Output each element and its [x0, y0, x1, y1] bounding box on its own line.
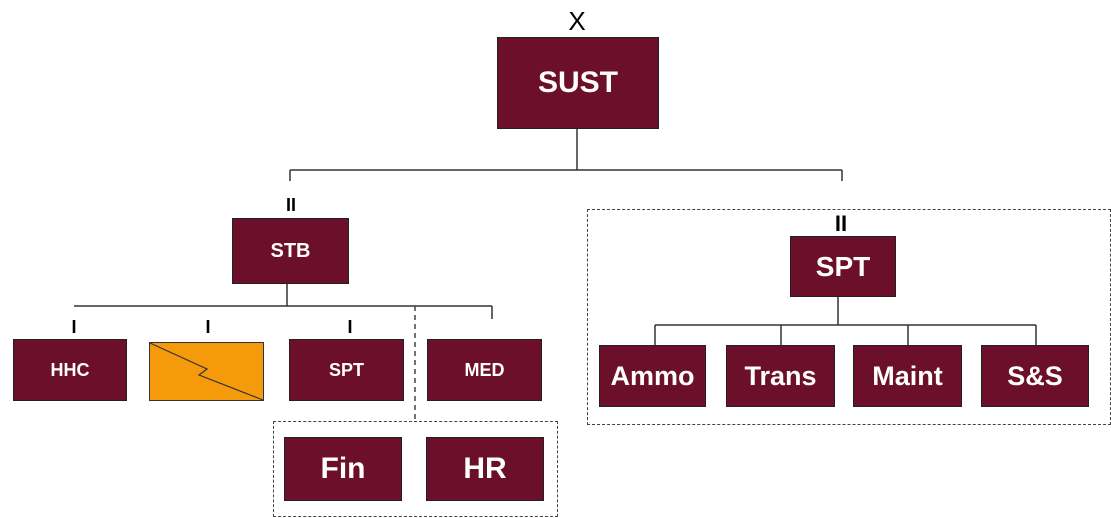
spt-company-label: SPT	[328, 359, 364, 380]
echelon-marker-stb: II	[285, 195, 296, 215]
fin-hr-group-frame	[273, 421, 558, 517]
trans-unit-box: Trans	[726, 345, 835, 407]
sust-label: SUST	[537, 66, 618, 99]
ammo-unit-box: Ammo	[599, 345, 706, 407]
stb-unit-box: STB	[232, 218, 349, 284]
sust-unit-box: SUST	[497, 37, 659, 129]
echelon-marker-spt-battalion: II	[834, 211, 848, 236]
med-unit-box: MED	[427, 339, 542, 401]
echelon-marker-signal: I	[205, 317, 211, 337]
maint-label: Maint	[872, 360, 943, 391]
echelon-marker-spt-company: I	[347, 317, 353, 337]
hr-unit-box: HR	[426, 437, 544, 501]
spt-company-box: SPT	[289, 339, 404, 401]
spt-battalion-box: SPT	[790, 236, 896, 297]
spt-battalion-label: SPT	[815, 250, 871, 282]
fin-unit-box: Fin	[284, 437, 402, 501]
maint-unit-box: Maint	[853, 345, 962, 407]
hhc-label: HHC	[50, 359, 90, 380]
trans-label: Trans	[744, 360, 817, 391]
ss-label: S&S	[1007, 360, 1063, 391]
signal-unit-icon	[149, 342, 264, 401]
echelon-marker-hhc: I	[71, 317, 77, 337]
echelon-marker-sust: X	[568, 6, 586, 36]
ammo-label: Ammo	[610, 360, 695, 391]
hhc-unit-box: HHC	[13, 339, 127, 401]
med-label: MED	[464, 359, 505, 380]
ss-unit-box: S&S	[981, 345, 1089, 407]
stb-label: STB	[270, 239, 311, 262]
fin-label: Fin	[320, 452, 366, 485]
hr-label: HR	[463, 452, 507, 485]
